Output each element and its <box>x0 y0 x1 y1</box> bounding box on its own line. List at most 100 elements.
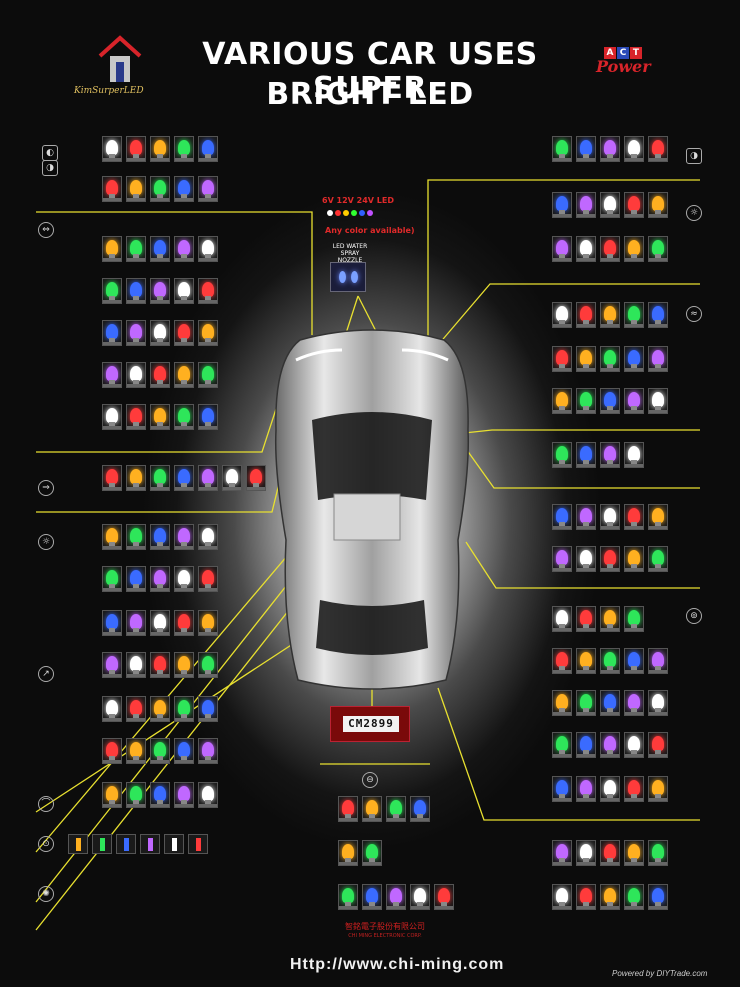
company-name-english: CHI MING ELECTRONIC CORP. <box>348 933 422 939</box>
kimsurperled-logo <box>70 28 170 98</box>
led-bulb-tile <box>150 566 170 592</box>
interior-light-icon: ☼ <box>38 534 54 550</box>
led-bulb-tile <box>648 690 668 716</box>
led-bulb-tile <box>600 302 620 328</box>
led-product-row <box>102 738 218 764</box>
led-bulb-tile <box>624 504 644 530</box>
act-letter-t: T <box>630 47 642 59</box>
led-bulb-tile <box>576 884 596 910</box>
spray-nozzle-label-line1: LED WATER <box>332 243 368 250</box>
led-bulb-tile <box>624 236 644 262</box>
led-product-row <box>552 840 668 866</box>
led-bulb-tile <box>126 465 146 491</box>
page-title-line-1: VARIOUS CAR USES SUPER <box>202 37 538 106</box>
led-bulb-tile <box>126 236 146 262</box>
led-bulb-tile <box>552 192 572 218</box>
led-bulb-tile <box>150 362 170 388</box>
spray-nozzle-label: LED WATER SPRAY NOZZLE <box>330 243 370 264</box>
led-bulb-tile <box>600 648 620 674</box>
turn-signal-icon: ⇔ <box>38 222 54 238</box>
led-bulb-tile <box>174 236 194 262</box>
led-bulb-tile <box>648 776 668 802</box>
led-bulb-tile <box>552 648 572 674</box>
led-bulb-tile <box>552 690 572 716</box>
led-product-row <box>102 136 218 162</box>
led-product-row <box>102 404 218 430</box>
led-product-row <box>102 566 218 592</box>
led-bulb-tile <box>648 388 668 414</box>
led-product-row <box>102 652 218 678</box>
white-dot <box>327 210 333 216</box>
led-bulb-tile <box>102 782 122 808</box>
led-bulb-tile <box>648 884 668 910</box>
led-bulb-tile <box>126 566 146 592</box>
led-bulb-tile <box>624 388 644 414</box>
led-bulb-tile <box>198 465 218 491</box>
led-bulb-tile <box>362 796 382 822</box>
page-title-line-2: BRIGHT LED <box>266 77 474 112</box>
headlight-right-icon: ◑ <box>686 148 702 164</box>
led-bulb-tile <box>102 236 122 262</box>
led-bulb-tile <box>576 442 596 468</box>
company-website-link[interactable]: Http://www.chi-ming.com <box>290 956 505 973</box>
led-bulb-tile <box>198 610 218 636</box>
led-bulb-tile <box>624 648 644 674</box>
act-letter-c: C <box>617 47 629 59</box>
led-bulb-tile <box>648 648 668 674</box>
led-bulb-tile <box>198 566 218 592</box>
led-bulb-tile <box>150 782 170 808</box>
led-bulb-tile <box>198 696 218 722</box>
led-product-row <box>552 606 644 632</box>
led-bulb-tile <box>576 732 596 758</box>
led-bulb-tile <box>338 840 358 866</box>
led-product-row <box>102 610 218 636</box>
led-bulb-tile <box>576 546 596 572</box>
led-bulb-tile <box>198 176 218 202</box>
led-product-row <box>552 236 668 262</box>
led-product-row <box>102 278 218 304</box>
festoon-bulb-tile <box>164 834 184 854</box>
led-product-row <box>552 442 644 468</box>
led-bulb-tile <box>102 696 122 722</box>
festoon-bulb-tile <box>68 834 88 854</box>
led-bulb-tile <box>552 442 572 468</box>
led-bulb-tile <box>198 524 218 550</box>
color-dots <box>327 210 373 216</box>
led-bulb-tile <box>624 136 644 162</box>
led-bulb-tile <box>624 346 644 372</box>
led-bulb-tile <box>150 176 170 202</box>
led-bulb-tile <box>648 236 668 262</box>
led-bulb-tile <box>338 884 358 910</box>
led-product-row <box>102 782 218 808</box>
led-product-row <box>552 346 668 372</box>
led-bulb-tile <box>198 404 218 430</box>
led-bulb-tile <box>222 465 242 491</box>
led-bulb-tile <box>102 176 122 202</box>
license-plate-number: CM2899 <box>343 716 399 732</box>
led-bulb-tile <box>198 652 218 678</box>
led-bulb-tile <box>600 776 620 802</box>
led-bulb-tile <box>198 136 218 162</box>
led-bulb-tile <box>338 796 358 822</box>
led-bulb-tile <box>576 236 596 262</box>
dome-light-icon: ⊙ <box>38 836 54 852</box>
led-bulb-tile <box>600 690 620 716</box>
led-bulb-tile <box>576 504 596 530</box>
led-bulb-tile <box>576 136 596 162</box>
led-bulb-tile <box>150 404 170 430</box>
led-bulb-tile <box>576 840 596 866</box>
led-product-row <box>102 236 218 262</box>
led-bulb-tile <box>198 236 218 262</box>
led-product-row <box>552 302 668 328</box>
led-bulb-tile <box>126 738 146 764</box>
spray-nozzle-product <box>330 262 366 292</box>
green-dot <box>351 210 357 216</box>
led-bulb-tile <box>552 302 572 328</box>
purple-dot <box>367 210 373 216</box>
led-bulb-tile <box>552 346 572 372</box>
led-bulb-tile <box>102 738 122 764</box>
led-bulb-tile <box>576 388 596 414</box>
led-bulb-tile <box>126 320 146 346</box>
led-product-row <box>552 732 668 758</box>
led-bulb-tile <box>576 648 596 674</box>
